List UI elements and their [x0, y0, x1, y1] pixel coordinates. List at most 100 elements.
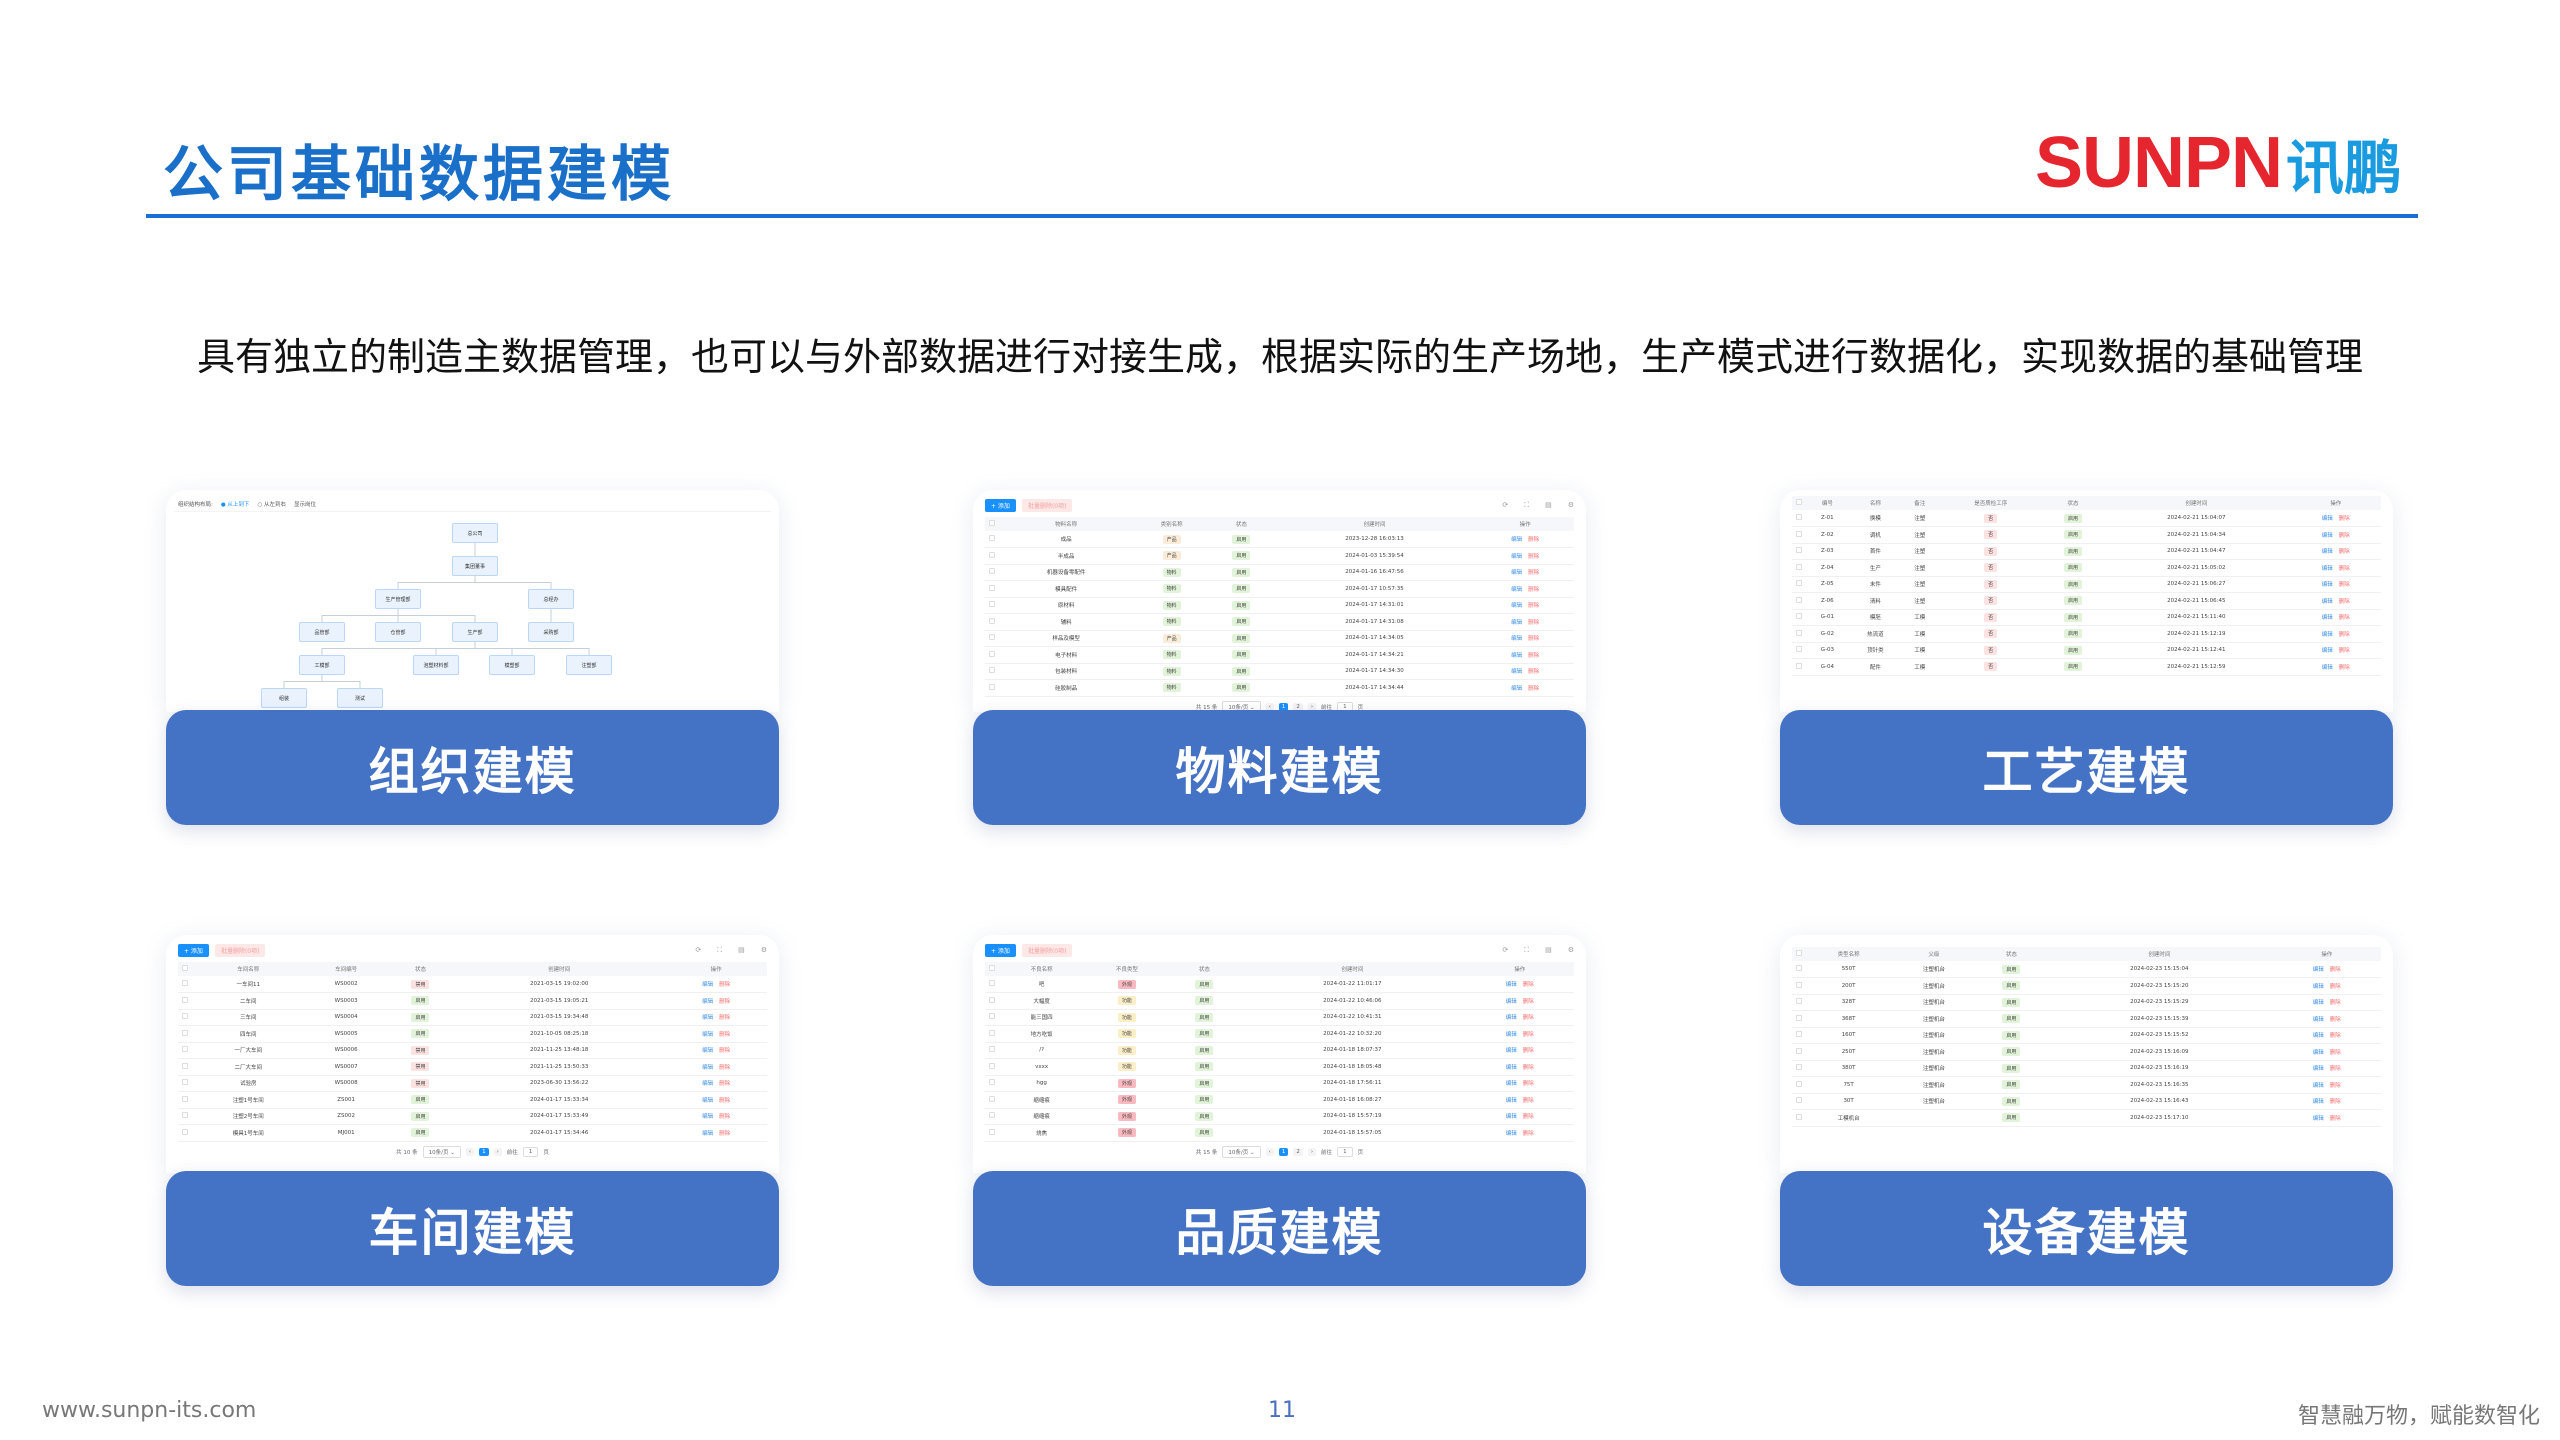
- row-checkbox-cell[interactable]: [178, 1075, 192, 1092]
- edit-link[interactable]: 编辑: [702, 1064, 714, 1071]
- edit-link[interactable]: 编辑: [1511, 537, 1523, 543]
- delete-link[interactable]: 删除: [719, 1114, 731, 1121]
- checkbox[interactable]: [989, 520, 995, 526]
- edit-link[interactable]: 编辑: [2321, 598, 2333, 605]
- select-all-checkbox[interactable]: [178, 962, 192, 976]
- row-checkbox[interactable]: [989, 1079, 995, 1086]
- edit-link[interactable]: 编辑: [2312, 1115, 2324, 1122]
- settings-icon[interactable]: ⚙: [760, 946, 767, 954]
- edit-link[interactable]: 编辑: [1511, 570, 1523, 577]
- footer-url[interactable]: www.sunpn-its.com: [42, 1398, 257, 1423]
- edit-link[interactable]: 编辑: [1505, 1081, 1517, 1088]
- row-checkbox[interactable]: [1796, 1064, 1802, 1071]
- edit-link[interactable]: 编辑: [1511, 553, 1523, 560]
- delete-link[interactable]: 删除: [719, 1081, 731, 1088]
- row-checkbox[interactable]: [182, 980, 188, 986]
- row-checkbox[interactable]: [989, 1046, 995, 1053]
- row-checkbox[interactable]: [1796, 613, 1802, 620]
- row-checkbox-cell[interactable]: [985, 1042, 999, 1059]
- row-checkbox-cell[interactable]: [985, 679, 999, 697]
- delete-link[interactable]: 删除: [1528, 537, 1540, 543]
- row-checkbox-cell[interactable]: [985, 1091, 999, 1109]
- row-checkbox[interactable]: [989, 1029, 995, 1036]
- edit-link[interactable]: 编辑: [2312, 1033, 2324, 1040]
- edit-link[interactable]: 编辑: [1505, 1015, 1517, 1022]
- row-checkbox-cell[interactable]: [985, 580, 999, 598]
- row-checkbox[interactable]: [182, 1062, 188, 1069]
- page-size-select[interactable]: 10条/页 ⌄: [1222, 1145, 1261, 1158]
- row-checkbox-cell[interactable]: [1792, 625, 1806, 643]
- row-checkbox-cell[interactable]: [985, 646, 999, 664]
- delete-link[interactable]: 删除: [1522, 1064, 1534, 1071]
- edit-link[interactable]: 编辑: [1511, 586, 1523, 593]
- row-checkbox[interactable]: [182, 1079, 188, 1086]
- org-node[interactable]: 仓管部: [375, 622, 421, 642]
- row-checkbox[interactable]: [989, 535, 995, 541]
- edit-link[interactable]: 编辑: [702, 1114, 714, 1121]
- prev-page-button[interactable]: ‹: [1265, 1147, 1274, 1156]
- row-checkbox[interactable]: [1796, 965, 1802, 971]
- delete-link[interactable]: 删除: [1522, 998, 1534, 1005]
- row-checkbox[interactable]: [1796, 662, 1802, 669]
- edit-link[interactable]: 编辑: [1511, 652, 1523, 659]
- row-checkbox-cell[interactable]: [1792, 559, 1806, 577]
- edit-link[interactable]: 编辑: [702, 982, 714, 988]
- row-checkbox-cell[interactable]: [985, 630, 999, 647]
- delete-link[interactable]: 删除: [2338, 648, 2350, 655]
- add-button[interactable]: + 添加: [985, 498, 1016, 512]
- add-button[interactable]: + 添加: [985, 943, 1016, 957]
- edit-link[interactable]: 编辑: [2321, 565, 2333, 572]
- row-checkbox-cell[interactable]: [1792, 642, 1806, 659]
- card-label-equipment[interactable]: 设备建模: [1780, 1171, 2393, 1286]
- edit-link[interactable]: 编辑: [1505, 1114, 1517, 1121]
- org-node[interactable]: 泡塑材料部: [413, 655, 459, 675]
- row-checkbox[interactable]: [182, 1095, 188, 1102]
- row-checkbox[interactable]: [182, 1013, 188, 1020]
- delete-link[interactable]: 删除: [1528, 553, 1540, 560]
- edit-link[interactable]: 编辑: [1505, 982, 1517, 988]
- row-checkbox[interactable]: [989, 634, 995, 641]
- delete-link[interactable]: 删除: [2338, 516, 2350, 522]
- row-checkbox[interactable]: [1796, 1113, 1802, 1120]
- export-icon[interactable]: ▤: [1545, 501, 1552, 509]
- refresh-icon[interactable]: ⟳: [695, 946, 702, 954]
- delete-link[interactable]: 删除: [2338, 582, 2350, 589]
- delete-link[interactable]: 删除: [1528, 636, 1540, 643]
- row-checkbox[interactable]: [1796, 629, 1802, 636]
- delete-link[interactable]: 删除: [2338, 664, 2350, 671]
- row-checkbox-cell[interactable]: [985, 976, 999, 993]
- org-node[interactable]: 总经办: [528, 589, 574, 609]
- row-checkbox-cell[interactable]: [1792, 592, 1806, 610]
- delete-link[interactable]: 删除: [719, 1097, 731, 1104]
- edit-link[interactable]: 编辑: [2321, 664, 2333, 671]
- checkbox[interactable]: [182, 965, 188, 971]
- delete-link[interactable]: 删除: [2329, 1000, 2341, 1007]
- edit-link[interactable]: 编辑: [2312, 983, 2324, 990]
- batch-delete-button[interactable]: 批量删除(0项): [1021, 498, 1073, 512]
- row-checkbox[interactable]: [1796, 1014, 1802, 1021]
- next-page-button[interactable]: ›: [1307, 702, 1317, 711]
- edit-link[interactable]: 编辑: [702, 1097, 714, 1104]
- row-checkbox-cell[interactable]: [178, 1124, 192, 1142]
- edit-link[interactable]: 编辑: [702, 998, 714, 1005]
- org-node[interactable]: 生产管理部: [375, 589, 421, 609]
- edit-link[interactable]: 编辑: [702, 1015, 714, 1022]
- select-all-checkbox[interactable]: [985, 517, 999, 531]
- delete-link[interactable]: 删除: [2329, 1016, 2341, 1023]
- edit-link[interactable]: 编辑: [2321, 582, 2333, 589]
- edit-link[interactable]: 编辑: [2312, 1066, 2324, 1073]
- delete-link[interactable]: 删除: [1528, 669, 1540, 676]
- row-checkbox-cell[interactable]: [1792, 1043, 1806, 1061]
- edit-link[interactable]: 编辑: [2312, 1099, 2324, 1106]
- row-checkbox[interactable]: [989, 601, 995, 608]
- card-label-materials[interactable]: 物料建模: [973, 710, 1586, 825]
- batch-delete-button[interactable]: 批量删除(0项): [214, 943, 266, 957]
- card-label-workshop[interactable]: 车间建模: [166, 1171, 779, 1286]
- delete-link[interactable]: 删除: [2329, 1099, 2341, 1106]
- row-checkbox[interactable]: [1796, 547, 1802, 554]
- edit-link[interactable]: 编辑: [1511, 619, 1523, 626]
- page-button[interactable]: 2: [1293, 1147, 1303, 1156]
- edit-link[interactable]: 编辑: [702, 1031, 714, 1038]
- edit-link[interactable]: 编辑: [2321, 549, 2333, 556]
- delete-link[interactable]: 删除: [1522, 1097, 1534, 1104]
